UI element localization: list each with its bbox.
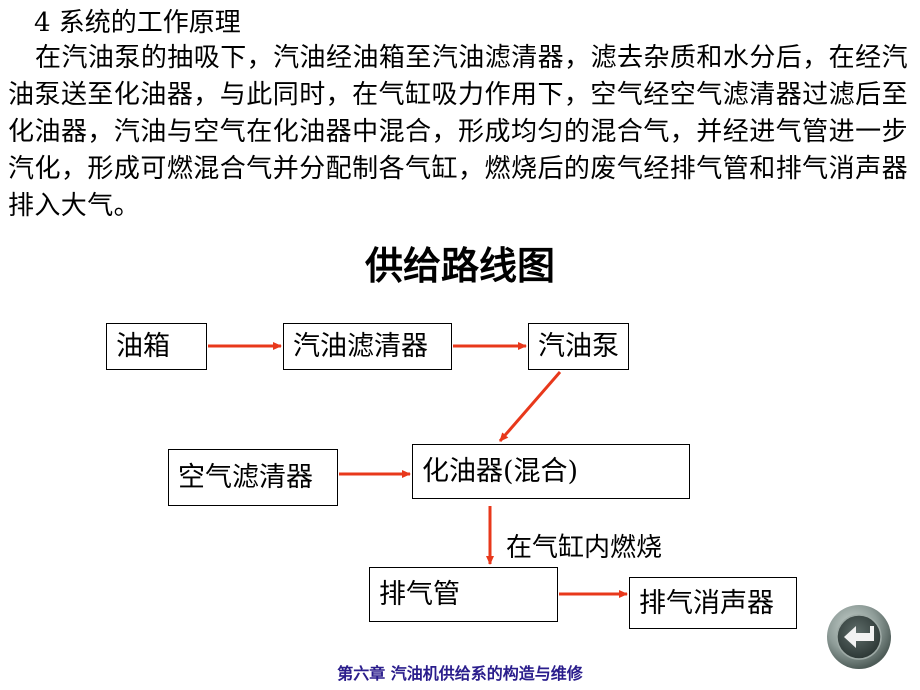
- node-fuel-tank-label: 油箱: [116, 331, 170, 362]
- node-fuel-filter: 汽油滤清器: [283, 323, 452, 370]
- node-fuel-pump-label: 汽油泵: [538, 331, 619, 362]
- node-fuel-pump: 汽油泵: [528, 323, 629, 370]
- node-air-filter: 空气滤清器: [168, 449, 338, 506]
- node-muffler: 排气消声器: [629, 577, 797, 629]
- node-fuel-tank: 油箱: [106, 323, 207, 370]
- arrow-pump-to-carburetor: [498, 371, 562, 442]
- node-exhaust-pipe: 排气管: [369, 567, 558, 622]
- node-muffler-label: 排气消声器: [639, 587, 774, 619]
- chapter-footer: 第六章 汽油机供给系的构造与维修: [337, 664, 583, 683]
- back-arrow-icon[interactable]: [826, 604, 892, 670]
- description-paragraph: 在汽油泵的抽吸下，汽油经油箱至汽油滤清器，滤去杂质和水分后，在经汽油泵送至化油器…: [8, 43, 908, 221]
- node-air-filter-label: 空气滤清器: [178, 462, 313, 493]
- node-carburetor: 化油器(混合): [412, 444, 690, 499]
- section-heading: 4 系统的工作原理: [34, 8, 241, 38]
- node-exhaust-pipe-label: 排气管: [379, 579, 460, 610]
- diagram-title: 供给路线图: [364, 244, 555, 288]
- edge-label-combustion: 在气缸内燃烧: [506, 533, 663, 563]
- node-fuel-filter-label: 汽油滤清器: [293, 331, 428, 362]
- node-carburetor-label: 化油器(混合): [422, 456, 579, 487]
